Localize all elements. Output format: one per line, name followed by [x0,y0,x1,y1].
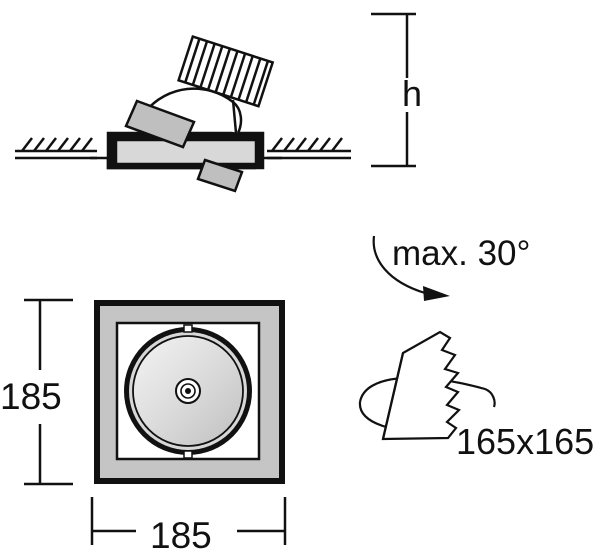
side-dimension-label: 185 [0,376,62,417]
tilt-angle-label: max. 30° [392,234,531,273]
bottom-dimension-label: 185 [150,515,212,556]
ceiling-cutout-icon [358,330,496,441]
height-dimension [371,12,416,168]
side-view [15,34,351,193]
width-dimensions [24,298,287,545]
height-label: h [402,73,423,114]
top-view [94,300,285,484]
cutout-label: 165x165 [456,421,595,462]
tilt-arrow-icon [372,235,450,301]
